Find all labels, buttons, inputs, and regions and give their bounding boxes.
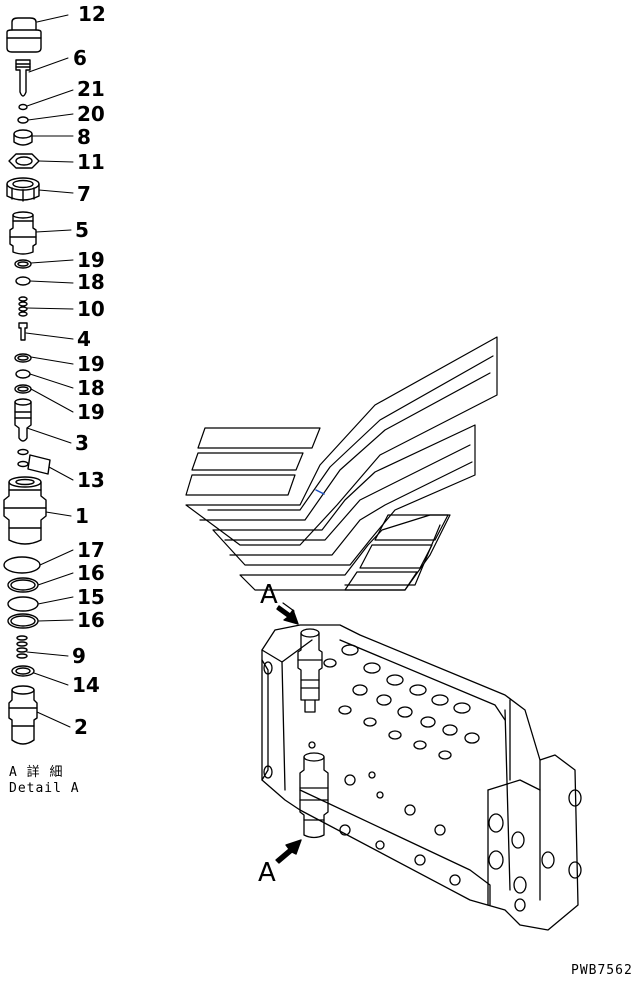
callout-18b: 18 [77, 376, 105, 400]
callout-9: 9 [72, 644, 86, 668]
callout-14: 14 [72, 673, 100, 697]
part-10-spring [18, 296, 28, 317]
part-19-ring-b [14, 353, 32, 363]
callout-20: 20 [77, 102, 105, 126]
part-14-ring [11, 665, 35, 677]
view-marker-top: A [260, 580, 278, 610]
part-1-valve-body [3, 476, 47, 545]
callout-16b: 16 [77, 608, 105, 632]
callout-16: 16 [77, 561, 105, 585]
view-marker-bottom: A [258, 858, 276, 888]
part-20-ring [17, 116, 29, 124]
callout-5: 5 [75, 218, 89, 242]
detail-label-jp: A 詳 細 [9, 765, 64, 780]
callout-11: 11 [77, 150, 105, 174]
control-valve-assembly [261, 624, 582, 931]
part-13-plate [27, 454, 51, 475]
part-6-spool [15, 59, 31, 97]
callout-15: 15 [77, 585, 105, 609]
part-2-plug [8, 685, 38, 745]
part-7-nut [6, 177, 40, 202]
callout-19: 19 [77, 248, 105, 272]
callout-13: 13 [77, 468, 105, 492]
part-11-gasket [8, 153, 40, 169]
detail-label-en: Detail A [9, 781, 80, 796]
part-13-ring [17, 448, 29, 456]
part-19-ring [14, 259, 32, 269]
part-18-ring [15, 276, 31, 286]
callout-3: 3 [75, 431, 89, 455]
view-arrow-top [276, 602, 299, 625]
part-8-nut [13, 129, 33, 146]
background-logo-mark [185, 336, 498, 591]
callout-7: 7 [77, 182, 91, 206]
callout-17: 17 [77, 538, 105, 562]
callout-4: 4 [77, 327, 91, 351]
callout-18: 18 [77, 270, 105, 294]
callout-19c: 19 [77, 400, 105, 424]
callout-19b: 19 [77, 352, 105, 376]
view-arrow-bottom [275, 839, 302, 864]
part-21-ring [18, 103, 28, 111]
part-4-pin [18, 322, 28, 341]
part-17-o-ring [3, 556, 41, 574]
callout-8: 8 [77, 125, 91, 149]
callout-6: 6 [73, 46, 87, 70]
part-15-ring [7, 596, 39, 612]
callout-1: 1 [75, 504, 89, 528]
part-9-spring [16, 635, 28, 659]
callout-12: 12 [78, 2, 106, 26]
part-18-ring-b [15, 369, 31, 379]
callout-10: 10 [77, 297, 105, 321]
callout-2: 2 [74, 715, 88, 739]
callout-21: 21 [77, 77, 105, 101]
drawing-code: PWB7562 [571, 963, 633, 978]
part-3-plunger [14, 398, 32, 442]
part-12-cap [6, 17, 42, 53]
leader-lines [25, 14, 74, 728]
part-5-sleeve [9, 211, 37, 255]
